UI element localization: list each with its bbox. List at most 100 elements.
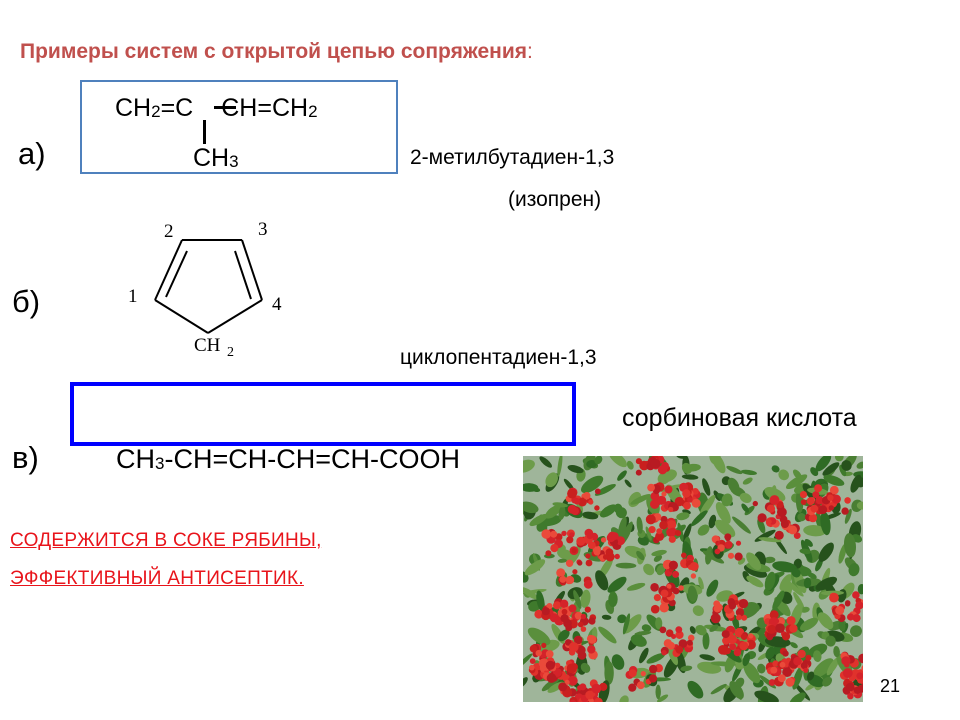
- rowan-berry: [668, 535, 676, 543]
- rowan-berry: [782, 650, 789, 657]
- rowan-leaf: [742, 653, 751, 667]
- rowan-berry: [661, 650, 667, 656]
- rowan-berry: [789, 624, 798, 633]
- rowan-berry: [567, 488, 577, 499]
- rowan-leaf: [711, 456, 726, 474]
- rowan-berry: [718, 645, 728, 655]
- rowan-berry: [690, 573, 697, 579]
- rowan-berry: [853, 686, 861, 694]
- rowan-berry: [767, 624, 777, 634]
- rowan-leaf: [778, 469, 790, 481]
- rowan-berry: [577, 560, 583, 566]
- rowan-leaf: [615, 507, 627, 519]
- rowan-leaf: [744, 602, 760, 613]
- rowan-berry: [675, 630, 684, 639]
- rowan-berry: [772, 660, 779, 667]
- isoprene-methyl-ch: CH: [193, 144, 230, 172]
- rowan-leaf: [611, 654, 625, 670]
- rowan-leaf: [643, 563, 655, 576]
- rowan-leaf: [800, 617, 818, 631]
- rowan-berry: [805, 654, 812, 661]
- rowan-leaf: [856, 461, 863, 469]
- rowan-leaf: [646, 653, 666, 664]
- rowan-berry: [529, 658, 536, 664]
- rowan-leaf: [524, 559, 546, 576]
- rowan-berry: [584, 606, 591, 613]
- rowan-leaf: [757, 518, 766, 534]
- rowan-leaf: [815, 456, 832, 472]
- cyclopentadiene-name: циклопентадиен-1,3: [400, 346, 597, 369]
- rowan-berry: [567, 675, 578, 686]
- rowan-berry: [845, 682, 855, 692]
- rowan-leaf: [789, 692, 806, 702]
- rowan-berry: [586, 634, 595, 643]
- rowan-berry: [675, 645, 684, 654]
- rowan-berry: [714, 548, 721, 555]
- rowan-berry: [724, 533, 732, 541]
- rowan-berry: [728, 602, 737, 610]
- label-a: а): [18, 136, 46, 171]
- rowan-leaf: [812, 658, 834, 678]
- rowan-berry: [681, 552, 687, 559]
- rowan-berry: [780, 519, 789, 529]
- rowan-berry: [577, 621, 584, 628]
- rowan-leaf: [695, 625, 707, 636]
- rowan-leaf: [607, 576, 627, 593]
- atom-number-1: 1: [128, 286, 138, 307]
- rowan-berry: [602, 554, 609, 560]
- rowan-berry: [831, 494, 841, 504]
- rowan-leaf: [838, 543, 847, 564]
- rowan-berry: [793, 532, 801, 539]
- rowan-leaf: [624, 479, 632, 488]
- note-line-2: ЭФФЕКТИВНЫЙ АНТИСЕПТИК.: [10, 568, 304, 589]
- rowan-leaf: [626, 460, 634, 470]
- rowan-leaf: [702, 478, 711, 496]
- slide-title-text: Примеры систем с открытой цепью сопряжен…: [20, 40, 528, 63]
- rowan-leaf: [523, 459, 535, 473]
- rowan-berry: [573, 498, 581, 505]
- rowan-leaf: [857, 584, 863, 595]
- rowan-leaf: [636, 516, 643, 534]
- rowan-leaf: [545, 504, 562, 519]
- rowan-leaf: [623, 614, 642, 634]
- rowan-berry: [675, 626, 683, 633]
- slide-title: Примеры систем с открытой цепью сопряжен…: [20, 40, 533, 64]
- rowan-leaf: [818, 542, 834, 562]
- rowan-leaf: [687, 585, 698, 602]
- rowan-berry: [660, 589, 669, 598]
- rowan-leaf: [634, 630, 652, 636]
- rowan-berry: [628, 683, 637, 692]
- rowan-berry: [687, 639, 693, 646]
- rowan-leaf: [843, 533, 857, 558]
- rowan-berry: [777, 507, 787, 518]
- rowan-leaf: [699, 654, 715, 661]
- isoprene-sub-2a: 2: [151, 102, 161, 121]
- rowan-berry: [842, 668, 853, 678]
- rowan-leaf: [567, 465, 584, 474]
- rowan-leaf: [545, 472, 558, 488]
- rowan-leaf: [763, 556, 776, 564]
- rowan-berry: [799, 491, 808, 499]
- rowan-berry: [541, 529, 551, 539]
- rowan-berry: [600, 537, 607, 543]
- rowan-leaf: [848, 563, 860, 577]
- note-line-1: СОДЕРЖИТСЯ В СОКЕ РЯБИНЫ,: [10, 530, 322, 551]
- rowan-berry: [636, 681, 645, 690]
- rowan-leaf: [715, 502, 731, 524]
- rowan-berry: [736, 614, 742, 621]
- rowan-berry: [735, 540, 742, 546]
- atom-number-4: 4: [272, 294, 282, 315]
- rowan-leaf: [529, 513, 548, 527]
- rowan-berry: [588, 617, 596, 625]
- rowan-leaf: [523, 483, 539, 492]
- rowan-leaf: [523, 501, 539, 514]
- rowan-berry: [649, 664, 658, 674]
- rowan-berry: [682, 489, 691, 498]
- rowan-berry: [818, 505, 828, 514]
- rowan-berry: [586, 532, 594, 540]
- sorbic-sub-3: 3: [155, 454, 165, 473]
- rowan-leaf: [803, 577, 812, 589]
- rowan-berry: [568, 604, 577, 613]
- rowan-leaf: [791, 568, 801, 578]
- rowan-berry: [841, 507, 849, 515]
